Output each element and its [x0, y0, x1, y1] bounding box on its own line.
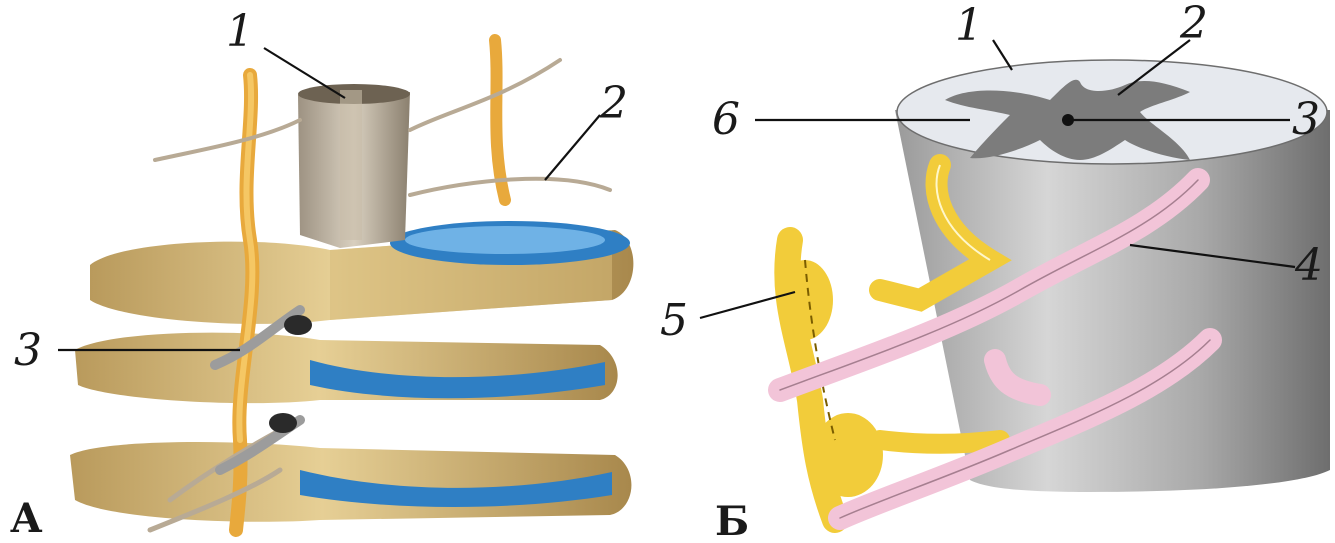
- leader-line: [993, 40, 1012, 70]
- callout-b-5: 5: [660, 295, 688, 346]
- callout-a-2: 2: [599, 78, 628, 129]
- leader-line: [545, 115, 600, 180]
- panel-label-b: Б: [715, 498, 749, 543]
- callout-b-4: 4: [1294, 240, 1323, 291]
- intervertebral-foramen: [284, 315, 312, 335]
- panel-b-spinal-segment: [777, 60, 1330, 520]
- intervertebral-foramen: [269, 413, 297, 433]
- callout-a-3: 3: [14, 325, 42, 376]
- panel-label-a: А: [10, 495, 43, 542]
- spinal-cord-dura: [298, 84, 410, 248]
- callout-b-6: 6: [712, 94, 740, 145]
- callout-b-1: 1: [955, 0, 983, 51]
- callout-b-2: 2: [1179, 0, 1208, 49]
- callout-a-1: 1: [226, 6, 254, 57]
- panel-a-vertebral-column: [70, 40, 633, 530]
- callout-b-3: 3: [1292, 94, 1320, 145]
